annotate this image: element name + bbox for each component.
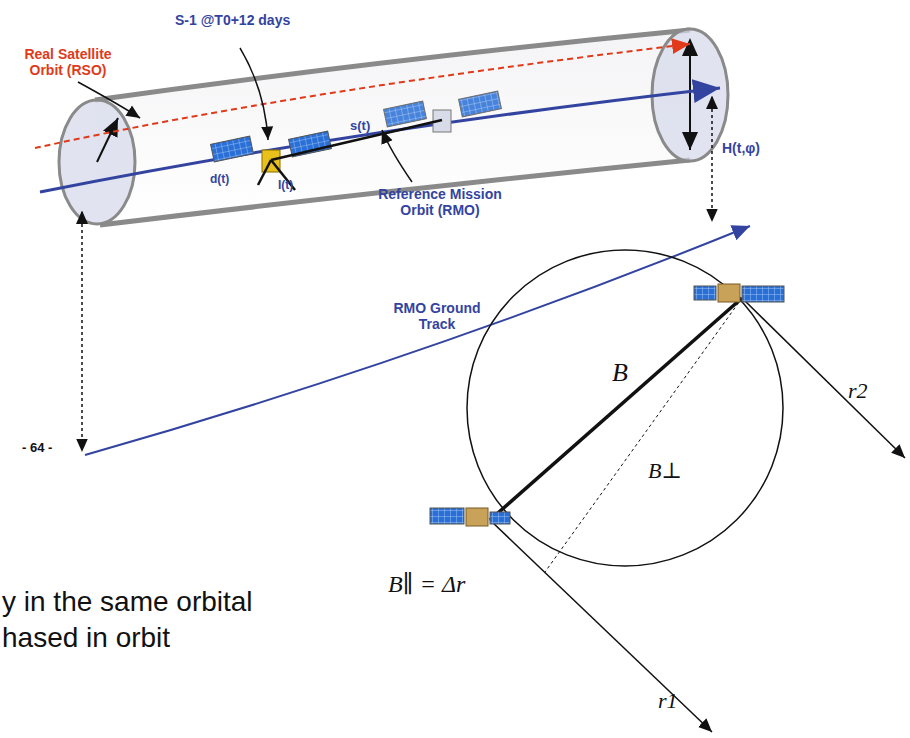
vector-label: I(t) [278,178,293,192]
page-number: - 64 - [22,440,52,455]
baseline-label: B∥ = Δr [388,570,465,598]
orbit-label: Reference Mission Orbit (RMO) [375,186,505,218]
baseline-label: B [612,358,628,388]
slide-text: hased in orbit [2,622,170,654]
orbit-label: Real Satellite Orbit (RSO) [8,46,128,78]
vector-label: r1 [658,688,678,714]
vector-label: r2 [848,378,868,404]
baseline-label: B⊥ [648,458,682,484]
vector-label: s(t) [350,118,370,133]
satellite-label: S-1 @T0+12 days [175,12,290,28]
height-label: H(t,φ) [722,140,760,156]
track-label: RMO Ground Track [392,300,482,332]
vector-label: d(t) [210,172,229,186]
slide-text: y in the same orbital [2,586,253,618]
